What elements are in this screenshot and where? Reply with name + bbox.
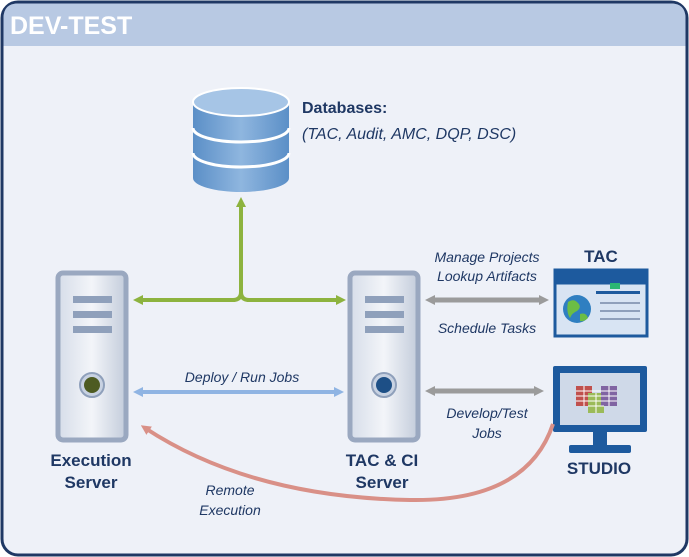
environment-title: DEV-TEST xyxy=(10,12,132,40)
remote-execution-label-line1: Remote xyxy=(205,482,254,498)
databases-list: (TAC, Audit, AMC, DQP, DSC) xyxy=(302,126,516,143)
globe-icon xyxy=(563,295,591,323)
develop-test-label-line2: Jobs xyxy=(471,425,502,441)
remote-execution-label-line2: Execution xyxy=(199,502,261,518)
execution-server-label-line1: Execution xyxy=(50,451,131,470)
database-connector xyxy=(133,197,346,305)
develop-test-label-line1: Develop/Test xyxy=(446,405,528,421)
tac-label: TAC xyxy=(584,247,618,266)
execution-server-icon xyxy=(55,270,129,443)
tac-ci-server-label-line2: Server xyxy=(356,473,409,492)
execution-server-label-line2: Server xyxy=(65,473,118,492)
tac-ci-server-label-line1: TAC & CI xyxy=(346,451,418,470)
databases-title: Databases: xyxy=(302,100,387,117)
lookup-artifacts-label: Lookup Artifacts xyxy=(437,268,537,284)
manage-projects-label: Manage Projects xyxy=(434,249,539,265)
spreadsheet-icon xyxy=(576,386,617,413)
schedule-tasks-label: Schedule Tasks xyxy=(438,320,536,336)
environment-header xyxy=(3,3,686,46)
tac-ci-server-icon xyxy=(347,270,421,443)
studio-label: STUDIO xyxy=(567,459,631,478)
database-icon xyxy=(191,87,291,192)
deploy-run-label: Deploy / Run Jobs xyxy=(185,369,299,385)
browser-window-icon xyxy=(553,268,649,338)
remote-execution-connector xyxy=(140,423,555,503)
